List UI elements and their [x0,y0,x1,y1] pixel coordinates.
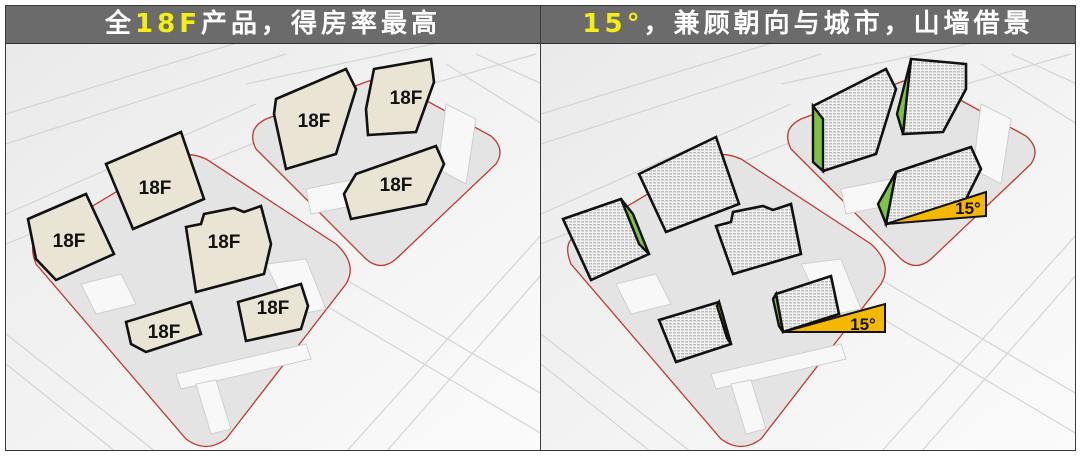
gable-1 [619,198,651,255]
title-highlight: 18F [135,9,201,39]
title-highlight: 15° [582,9,644,39]
building-1 [26,192,116,282]
title-suffix: ，兼顾朝向与城市，山墙借景 [643,9,1034,39]
building-2 [637,135,741,234]
floor-label: 18F [53,231,86,252]
floor-label: 18F [148,322,181,343]
gable-walls [619,58,913,345]
panel-title: 全18F产品，得房率最高 [6,6,540,44]
floor-label: 18F [298,111,331,132]
floor-label: 18F [139,178,172,199]
building-3 [714,202,803,276]
building-2 [104,130,206,231]
title-prefix: 全 [105,9,136,39]
panel-full-18f: 全18F产品，得房率最高 [5,5,541,451]
building-7 [124,300,203,354]
building-5 [364,57,436,137]
angle-indicator-south: 15° [782,302,886,334]
building-4 [272,67,358,171]
floor-label: 18F [208,232,241,253]
angle-indicator-north: 15° [885,190,987,225]
angle-label: 15° [955,199,981,218]
site-plan-render: 15° 15° [541,23,1075,450]
gable-4 [811,102,825,174]
floor-label: 18F [257,298,290,319]
building-6 [342,144,446,221]
panel-title: 15°，兼顾朝向与城市，山墙借景 [541,6,1075,44]
gable-5 [895,58,913,135]
title-suffix: 产品，得房率最高 [200,9,441,39]
floor-label: 18F [390,88,423,109]
angle-label: 15° [850,315,876,334]
panel-15-degree: 15°，兼顾朝向与城市，山墙借景 [540,5,1076,451]
floor-label: 18F [380,175,413,196]
gable-6 [876,171,898,229]
gable-7 [715,298,733,345]
gable-8 [771,290,785,333]
building-3 [184,204,273,294]
site-plan-render: 18F 18F 18F 18F 18F 18F 18F 18F [6,23,540,450]
building-8 [236,282,310,343]
buildings-18f [26,57,446,354]
site-boundary-south [567,153,886,448]
